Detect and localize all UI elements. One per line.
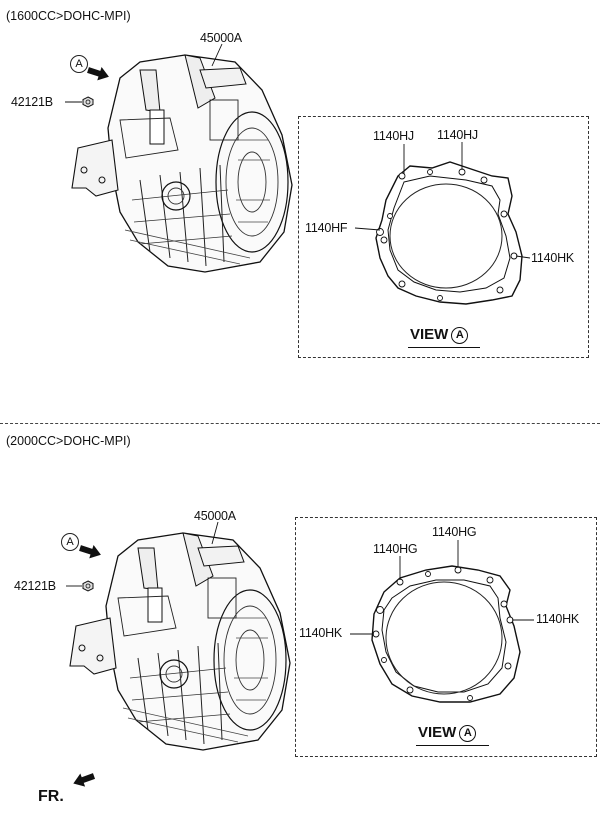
section-1-transmission-drawing bbox=[71, 54, 293, 273]
section-1-callout-leaders bbox=[354, 142, 531, 259]
section-2-gasket-plate-drawing bbox=[371, 565, 521, 703]
section-2-assembly-label[interactable]: 45000A bbox=[194, 509, 236, 523]
section-1-callout-1140hj-left[interactable]: 1140HJ bbox=[373, 129, 414, 143]
section-2-heading: (2000CC>DOHC-MPI) bbox=[6, 434, 131, 448]
section-1-callout-1140hj-right[interactable]: 1140HJ bbox=[437, 128, 478, 142]
section-2-view-title-marker: A bbox=[459, 725, 477, 742]
section-2-view-title-text: VIEW bbox=[418, 724, 457, 741]
section-1-bolt-label[interactable]: 42121B bbox=[11, 95, 53, 109]
section-2-callout-1140hk-left[interactable]: 1140HK bbox=[299, 626, 343, 640]
section-1-callout-1140hk[interactable]: 1140HK bbox=[531, 251, 575, 265]
section-2-transmission-drawing bbox=[69, 532, 291, 751]
section-1-view-title-text: VIEW bbox=[410, 326, 449, 343]
section-1-bolt-icon bbox=[82, 96, 94, 108]
section-2-assembly-leader bbox=[211, 521, 219, 545]
section-2-view-underline bbox=[416, 745, 489, 746]
section-1-view-marker-circle: A bbox=[70, 55, 88, 73]
section-1-assembly-label[interactable]: 45000A bbox=[200, 31, 242, 45]
section-2-view-box bbox=[295, 517, 597, 757]
section-2-bolt-icon bbox=[82, 580, 94, 592]
front-arrow-icon bbox=[70, 769, 97, 791]
section-1-view-underline bbox=[408, 347, 480, 348]
section-1-heading: (1600CC>DOHC-MPI) bbox=[6, 9, 131, 23]
section-1-assembly-leader bbox=[211, 43, 223, 67]
section-2-view-direction-arrow-icon bbox=[77, 541, 104, 562]
section-1-view-box bbox=[298, 116, 589, 358]
section-divider bbox=[0, 423, 600, 424]
section-1-view-direction-arrow-icon bbox=[85, 63, 112, 84]
section-1-callout-1140hf[interactable]: 1140HF bbox=[305, 221, 348, 235]
section-2-callout-1140hk-right[interactable]: 1140HK bbox=[536, 612, 580, 626]
section-2-view-marker-circle: A bbox=[61, 533, 79, 551]
front-label: FR. bbox=[38, 788, 64, 805]
section-2-callout-leaders bbox=[350, 540, 534, 635]
section-1-view-title-marker: A bbox=[451, 327, 469, 344]
section-1-gasket-plate-drawing bbox=[375, 161, 523, 305]
section-2-callout-1140hg-left[interactable]: 1140HG bbox=[373, 542, 418, 556]
section-2-bolt-label[interactable]: 42121B bbox=[14, 579, 56, 593]
section-2-callout-1140hg-top[interactable]: 1140HG bbox=[432, 525, 477, 539]
